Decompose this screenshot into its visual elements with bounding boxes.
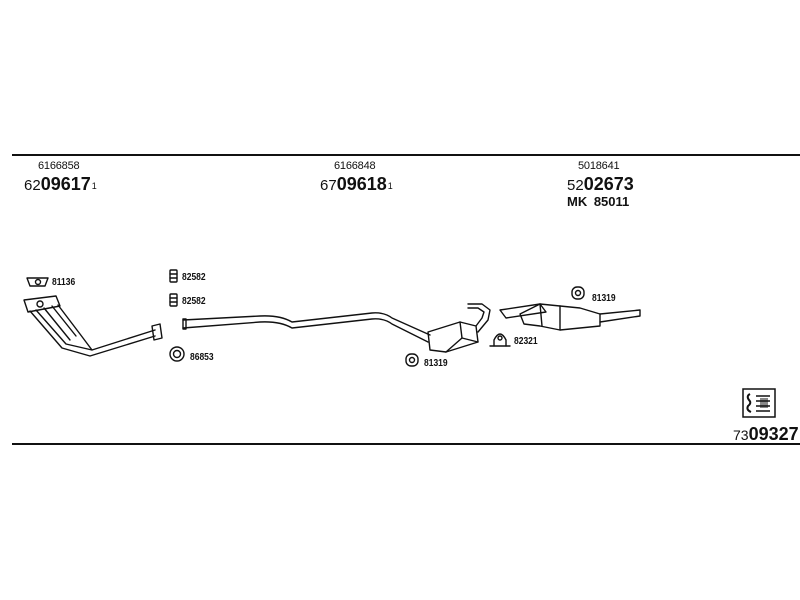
front-pipe-icon (23, 295, 163, 357)
section-2-prefix: 67 (320, 177, 337, 194)
footer-prefix: 73 (733, 427, 749, 443)
label-hanger-rear: 81319 (592, 293, 616, 304)
hanger-rear-icon (571, 286, 585, 300)
clamp-b-icon (169, 293, 178, 307)
hanger-mid-icon (405, 353, 419, 367)
section-2-sup: 1 (387, 181, 393, 191)
ring-gasket-icon (169, 346, 185, 362)
manifold-gasket-icon (26, 277, 49, 287)
section-1-prefix: 62 (24, 177, 41, 194)
middle-pipe-icon (182, 312, 431, 343)
top-rule (12, 154, 800, 156)
section-3-prefix: 52 (567, 177, 584, 194)
section-3-ref: 5018641 (578, 160, 620, 172)
footer-part-number: 7309327 (733, 424, 799, 446)
section-3-part-number: 5202673 (567, 174, 634, 196)
clamp-a-icon (169, 269, 178, 283)
label-manifold-gasket: 81136 (52, 277, 76, 288)
section-3-mk-code: MK 85011 (567, 194, 630, 209)
catalogue-logo-icon (742, 388, 776, 418)
bottom-rule (12, 443, 800, 445)
label-clamp-b: 82582 (182, 296, 206, 307)
label-bracket: 82321 (514, 336, 538, 347)
section-1-part-number: 62096171 (24, 174, 97, 196)
section-2-number: 09618 (336, 174, 387, 194)
middle-silencer-icon (427, 303, 491, 353)
label-ring-gasket: 86853 (190, 352, 214, 363)
section-2-ref: 6166848 (334, 160, 376, 172)
section-1-ref: 6166858 (38, 160, 80, 172)
rear-silencer-icon (499, 303, 641, 331)
section-2-part-number: 67096181 (320, 174, 393, 196)
label-hanger-mid: 81319 (424, 358, 448, 369)
section-3-number: 02673 (583, 174, 634, 194)
footer-number: 09327 (748, 424, 799, 444)
section-1-number: 09617 (40, 174, 91, 194)
section-1-sup: 1 (91, 181, 97, 191)
label-clamp-a: 82582 (182, 272, 206, 283)
bracket-icon (489, 333, 511, 347)
